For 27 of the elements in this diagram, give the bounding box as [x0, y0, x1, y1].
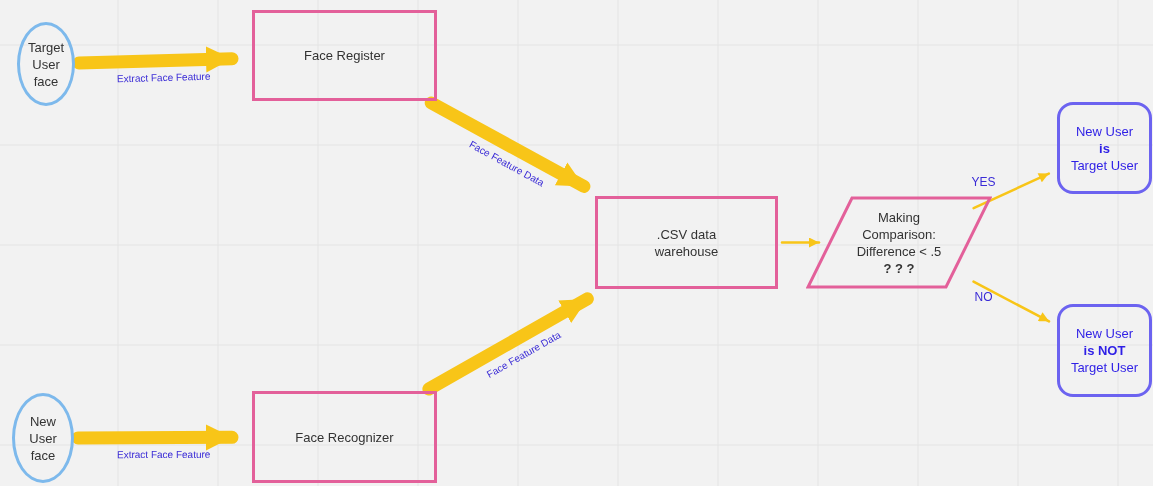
edge-label: Extract Face Feature	[117, 70, 211, 85]
arrow	[72, 46, 239, 73]
result-box	[1057, 102, 1152, 194]
process-box	[252, 10, 437, 101]
decision-parallelogram	[806, 196, 992, 289]
arrow	[424, 96, 591, 193]
arrow	[972, 172, 1051, 210]
process-box	[595, 196, 778, 289]
node-label: New User face	[28, 412, 58, 464]
arrow	[972, 280, 1051, 323]
result-box	[1057, 304, 1152, 397]
arrow	[780, 237, 821, 248]
edge-label: Extract Face Feature	[116, 448, 210, 461]
node-label: New User is Target User	[1070, 122, 1139, 174]
node-label: Face Register	[304, 47, 385, 64]
arrow	[71, 424, 239, 451]
node-label: New User is NOT Target User	[1070, 325, 1139, 376]
node-label: Target User face	[26, 38, 66, 90]
edge-label: YES	[971, 174, 996, 189]
edge-label: NO	[974, 289, 993, 304]
node-label: .CSV data warehouse	[653, 225, 720, 260]
arrow	[422, 292, 594, 396]
node-label: Face Recognizer	[295, 428, 394, 446]
input-ellipse	[17, 22, 75, 106]
process-box	[252, 391, 437, 483]
node-label: Making Comparison: Difference < .5 ? ? ?	[855, 208, 943, 277]
input-ellipse	[12, 393, 74, 483]
